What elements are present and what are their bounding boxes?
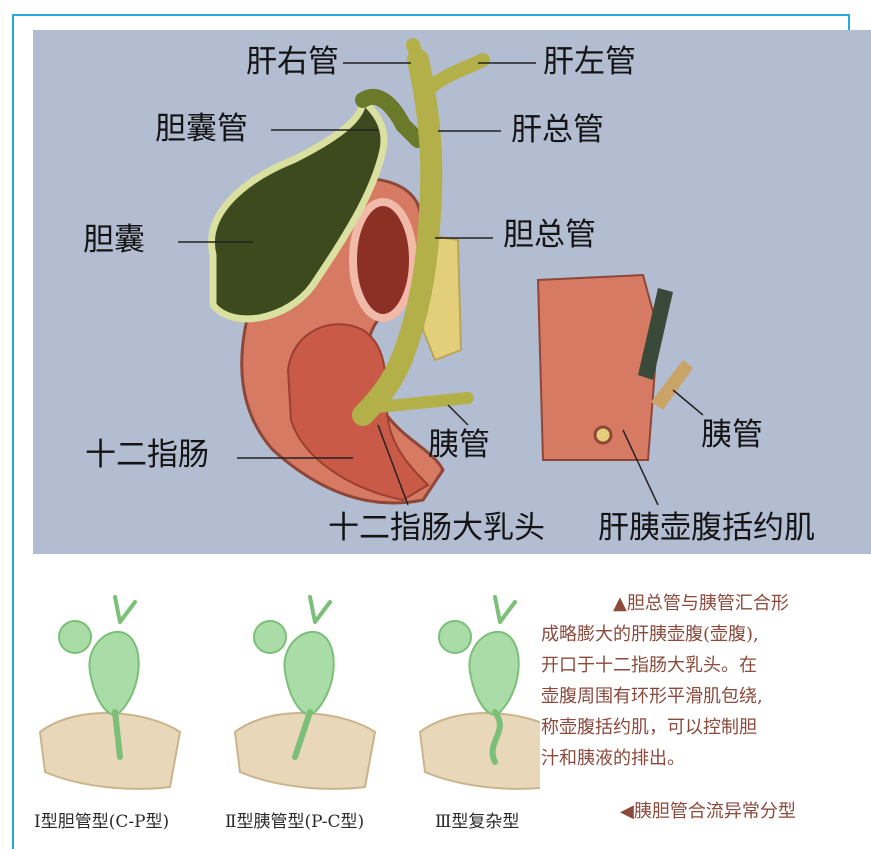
- inset-light-duct: [651, 360, 693, 410]
- anatomy-illustration: [33, 30, 871, 554]
- label-sphincter: 肝胰壶腹括约肌: [598, 513, 815, 544]
- type-diagrams: [20, 582, 540, 797]
- label-right-hepatic-duct: 肝右管: [246, 47, 339, 78]
- label-pancreatic-duct-inset: 胰管: [701, 420, 763, 451]
- type-2-label: Ⅱ型胰管型(P-C型): [225, 807, 364, 832]
- frame-left-line: [12, 14, 14, 849]
- caption-line-1: ▲胆总管与胰管汇合形: [613, 589, 789, 619]
- frame-top-line: [12, 14, 850, 16]
- label-pancreatic-duct: 胰管: [428, 430, 490, 461]
- right-hepatic-duct-shape: [413, 45, 418, 60]
- type-1-diagram: [40, 597, 180, 789]
- leader-pancreatic-inset: [673, 390, 703, 415]
- label-duodenum: 十二指肠: [85, 440, 209, 471]
- anatomy-panel: 肝右管 肝左管 胆囊管 肝总管 胆囊 胆总管 十二指肠 胰管 胰管 十二指肠大乳…: [33, 30, 871, 554]
- duodenum-lumen-upper: [353, 202, 413, 318]
- label-major-papilla: 十二指肠大乳头: [328, 513, 545, 544]
- caption-line-6: 汁和胰液的排出。: [541, 744, 685, 774]
- type-3-label: Ⅲ型复杂型: [435, 807, 519, 832]
- caption-line-4: 壶腹周围有环形平滑肌包绕,: [541, 682, 763, 712]
- type-2-diagram: [235, 597, 375, 789]
- type-1-label: Ⅰ型胆管型(C-P型): [34, 807, 169, 832]
- inset-papilla: [595, 427, 611, 443]
- caption-line-2: 成略膨大的肝胰壶腹(壶腹),: [541, 620, 759, 650]
- types-caption: ◀胰胆管合流异常分型: [620, 797, 796, 827]
- leader-pancreatic: [448, 405, 468, 425]
- type-3-diagram: [420, 597, 540, 789]
- label-cystic-duct: 胆囊管: [155, 114, 248, 145]
- label-left-hepatic-duct: 肝左管: [543, 47, 636, 78]
- label-gallbladder: 胆囊: [83, 225, 145, 256]
- left-hepatic-duct-shape: [428, 60, 483, 90]
- label-common-hepatic-duct: 肝总管: [511, 115, 604, 146]
- label-common-bile-duct: 胆总管: [503, 220, 596, 251]
- caption-line-5: 称壶腹括约肌，可以控制胆: [541, 713, 757, 743]
- caption-line-3: 开口于十二指肠大乳头。在: [541, 651, 757, 681]
- frame-right-line: [848, 14, 850, 30]
